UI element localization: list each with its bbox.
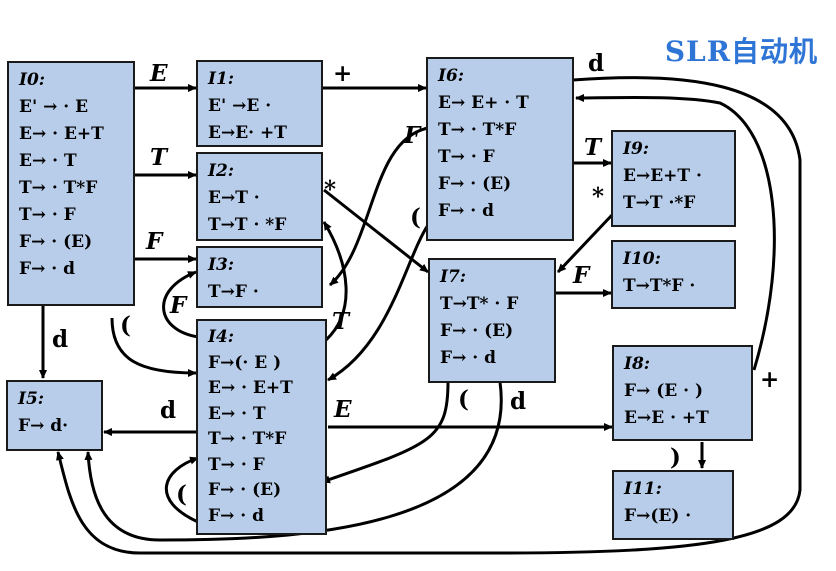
state-i10: I10: T→T*F · [611, 240, 736, 309]
edge-i7-i5 [84, 381, 503, 542]
edge-label-i4-i8: E [334, 396, 352, 423]
edge-label-i4-i4: ( [176, 481, 187, 508]
edge-label-i0-i2: T [150, 144, 168, 171]
lr-item: F→ · d [19, 259, 75, 279]
edge-i7-i4 [321, 381, 450, 484]
lr-item: F→ d· [18, 416, 69, 436]
state-i7: I7: T→T* · F F→ · (E) F→ · d [428, 258, 556, 383]
state-i1: I1: E' →E · E→E· +T [196, 60, 323, 147]
state-name: I1: [208, 69, 235, 89]
state-name: I11: [624, 479, 662, 499]
lr-item: E→E · +T [624, 408, 709, 428]
edge-label-i4-i3: F [170, 292, 187, 319]
lr-item: E→T · [208, 188, 260, 208]
edge-label-i8-i6: + [760, 366, 780, 393]
lr-item: E→ · E+T [19, 124, 104, 144]
edge-label-i6-i5: d [588, 50, 605, 77]
lr-item: E' → · E [19, 97, 89, 117]
edge-label-i7-i5: d [510, 388, 527, 415]
lr-item: F→ · (E) [208, 480, 282, 500]
lr-item: F→ · (E) [438, 174, 512, 194]
edge-label-i8-i11: ) [670, 444, 681, 471]
lr-item: F→(E) · [624, 506, 692, 526]
edge-i9-i7 [556, 213, 614, 274]
edge-label-i6-i4: ( [410, 204, 421, 231]
edge-label-i4-i5: d [160, 397, 177, 424]
edge-label-i7-i10: F [573, 262, 590, 289]
lr-item: F→ · d [438, 201, 494, 221]
edge-i4-i3 [162, 270, 199, 339]
lr-item: F→ · d [208, 505, 264, 526]
lr-item: E→E+T · [623, 166, 702, 186]
state-i3: I3: T→F · [196, 246, 323, 308]
lr-item: T→ · F [438, 147, 495, 167]
state-name: I5: [18, 389, 45, 409]
edge-label-i2-i7: * [324, 176, 337, 203]
edge-label-i1-i6: + [333, 60, 353, 87]
state-i6: I6: E→ E+ · T T→ · T*F T→ · F F→ · (E) F… [426, 57, 574, 241]
lr-item: E→ · T [19, 151, 77, 171]
lr-item: E→ E+ · T [438, 93, 529, 113]
edge-label-i0-i3: F [146, 228, 163, 255]
lr-item: E→ · T [208, 403, 266, 424]
lr-item: T→ · F [208, 454, 265, 475]
edge-i6-i3 [329, 126, 429, 287]
lr-item: T→T ·*F [623, 193, 696, 213]
lr-item: F→ (E · ) [624, 381, 704, 401]
lr-item: T→ · F [19, 205, 76, 225]
state-name: I6: [438, 66, 465, 86]
edge-label-i0-i1: E [150, 60, 168, 87]
state-i11: I11: F→(E) · [612, 470, 734, 540]
state-name: I3: [208, 255, 235, 275]
state-i4: I4: F→(· E ) E→ · E+T E→ · T T→ · T*F T→… [196, 319, 327, 535]
lr-item: T→ · T*F [438, 120, 517, 140]
edge-i0-i4 [110, 317, 197, 377]
lr-item: T→ · T*F [208, 429, 287, 449]
edge-label-i6-i9: T [584, 134, 602, 161]
lr-item: E' →E · [208, 96, 272, 116]
lr-item: E→ · E+T [208, 378, 293, 398]
lr-item: E→E· +T [208, 123, 287, 143]
lr-item: T→T* · F [440, 294, 519, 314]
lr-item: T→T*F · [623, 276, 696, 296]
state-i0: I0: E' → · E E→ · E+T E→ · T T→ · T*F T→… [7, 61, 135, 306]
state-name: I10: [623, 249, 661, 269]
state-i8: I8: F→ (E · ) E→E · +T [612, 345, 753, 441]
state-name: I4: [208, 327, 235, 347]
edge-label-i0-i4: ( [120, 312, 131, 339]
edge-i8-i6 [575, 93, 776, 371]
lr-item: F→ · (E) [440, 321, 514, 341]
state-name: I8: [624, 354, 651, 374]
state-name: I9: [623, 139, 650, 159]
state-i2: I2: E→T · T→T · *F [196, 152, 323, 241]
state-name: I0: [19, 70, 46, 90]
lr-item: F→ · d [440, 348, 496, 368]
diagram-title: SLR自动机 [664, 35, 818, 68]
edge-label-i0-i5: d [52, 326, 69, 353]
state-i9: I9: E→E+T · T→T ·*F [611, 130, 736, 227]
state-name: I2: [208, 161, 235, 181]
lr-item: T→ · T*F [19, 178, 98, 198]
lr-item: F→(· E ) [208, 352, 282, 373]
edge-label-i7-i4: ( [458, 386, 469, 413]
edge-i6-i4 [327, 224, 430, 382]
edge-label-i4-i2: T [332, 308, 350, 335]
edge-label-i9-i7: * [592, 183, 605, 210]
state-name: I7: [440, 267, 467, 287]
lr-item: F→ · (E) [19, 232, 93, 252]
lr-item: T→T · *F [208, 215, 287, 235]
edge-label-i6-i3: F [404, 122, 421, 149]
edge-i6-i5 [56, 76, 802, 555]
lr-item: T→F · [208, 282, 259, 302]
edge-i4-i2 [322, 221, 348, 342]
edge-i4-i4 [165, 456, 199, 524]
state-i5: I5: F→ d· [6, 380, 103, 451]
